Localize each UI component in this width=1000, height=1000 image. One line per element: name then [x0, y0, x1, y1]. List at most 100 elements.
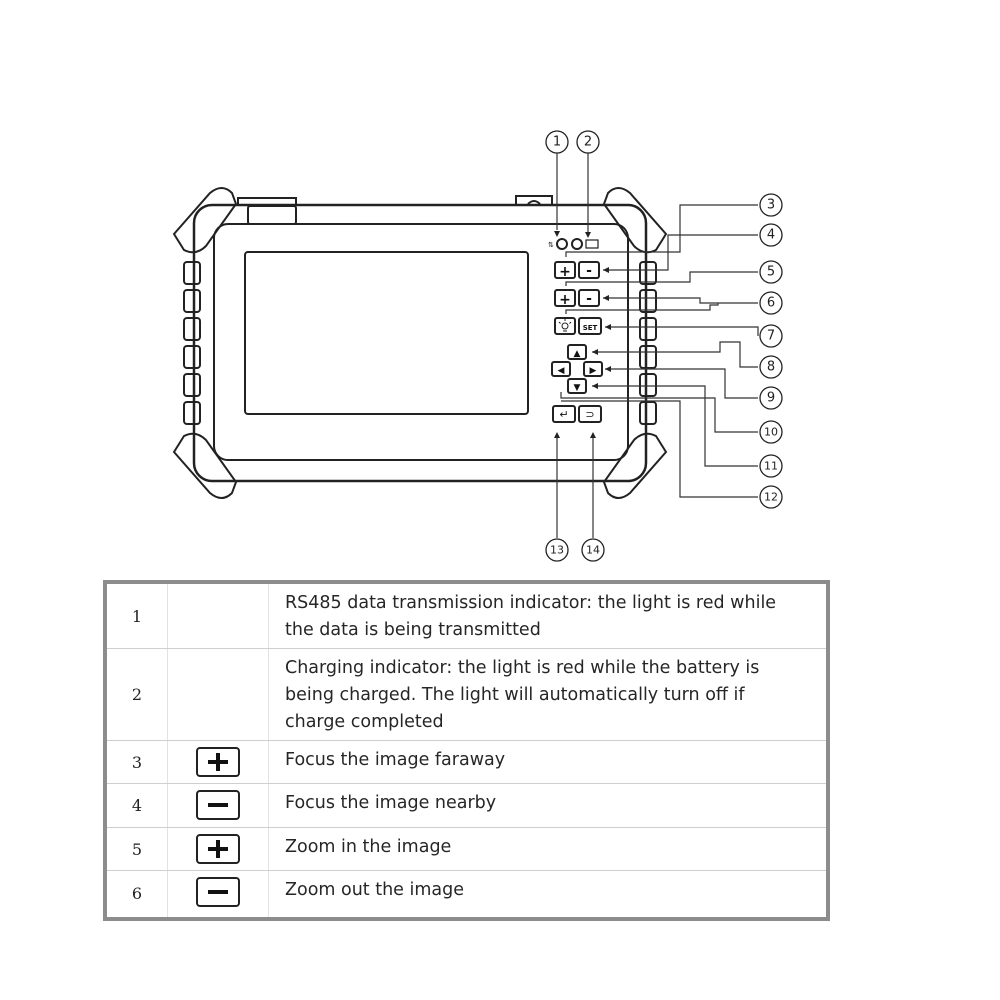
bumper-bottom-left	[172, 432, 238, 499]
callout-8: 8	[767, 360, 775, 375]
callout-12-circle	[759, 485, 783, 509]
left-glyph: ◀	[558, 366, 565, 376]
table-row: 1 RS485 data transmission indicator: the…	[105, 582, 828, 649]
row-number: 3	[105, 740, 168, 784]
top-tab	[237, 197, 297, 205]
row-description: Focus the image nearby	[268, 783, 828, 828]
row-icon-cell	[167, 648, 269, 741]
right-button[interactable]	[583, 361, 603, 377]
callout-10-circle	[759, 420, 783, 444]
callout-10: 10	[764, 426, 778, 439]
row-number: 5	[105, 827, 168, 871]
table-row: 4 Focus the image nearby	[105, 783, 828, 828]
row-description: Zoom in the image	[268, 827, 828, 871]
callout-4: 4	[767, 228, 775, 243]
row-icon-cell	[167, 870, 269, 919]
minus-key-icon	[196, 790, 240, 820]
button-legend-table: 1 RS485 data transmission indicator: the…	[103, 580, 830, 921]
callout-6: 6	[767, 296, 775, 311]
table-row: 5 Zoom in the image	[105, 827, 828, 871]
table-row: 2 Charging indicator: the light is red w…	[105, 648, 828, 741]
row-number: 6	[131, 884, 143, 904]
enter-button[interactable]	[552, 405, 576, 423]
row-description: RS485 data transmission indicator: the l…	[268, 582, 828, 649]
light-button[interactable]	[554, 317, 576, 335]
set-button[interactable]	[578, 317, 602, 335]
table-row: 6 Zoom out the image	[105, 870, 828, 919]
callout-1-circle	[545, 130, 569, 154]
down-button[interactable]	[567, 378, 587, 394]
focus-plus-glyph: +	[559, 264, 571, 280]
callout-7: 7	[767, 329, 775, 344]
callout-12: 12	[764, 491, 778, 504]
row-description: Zoom out the image	[285, 880, 465, 900]
top-connector	[515, 195, 553, 205]
arrow-heads	[554, 231, 611, 438]
rs485-indicator-led	[556, 238, 568, 250]
plus-key-icon	[196, 834, 240, 864]
device-diagram: + - + - SET ▲ ◀ ▶ ▼ ↵ ⊃ ⇅	[172, 130, 783, 562]
leader-lines	[556, 153, 759, 538]
down-glyph: ▼	[574, 383, 581, 393]
callout-9: 9	[767, 391, 775, 406]
table-row: 3 Focus the image faraway	[105, 740, 828, 784]
bumper-top-left	[172, 187, 238, 254]
callout-4-circle	[759, 223, 783, 247]
row-number: 2	[105, 648, 168, 741]
top-label-plate	[247, 205, 297, 225]
callout-14-circle	[581, 538, 605, 562]
callout-11: 11	[764, 460, 778, 473]
up-glyph: ▲	[574, 349, 581, 359]
rs485-mark: ⇅	[548, 241, 554, 249]
back-button[interactable]	[578, 405, 602, 423]
charging-indicator-led	[571, 238, 583, 250]
device-outer-body	[192, 203, 648, 483]
zoom-minus-glyph: -	[586, 291, 592, 307]
callout-13-circle	[545, 538, 569, 562]
battery-icon	[585, 239, 599, 249]
bumper-top-right	[602, 187, 668, 254]
zoom-plus-glyph: +	[559, 292, 571, 308]
right-glyph: ▶	[590, 366, 597, 376]
callout-5: 5	[767, 265, 775, 280]
row-icon-cell	[167, 783, 269, 828]
row-number: 4	[105, 783, 168, 828]
row-description: Charging indicator: the light is red whi…	[268, 648, 828, 741]
back-glyph: ⊃	[585, 408, 594, 421]
focus-minus-button[interactable]	[578, 261, 600, 279]
minus-key-icon	[196, 877, 240, 907]
callout-3: 3	[767, 198, 775, 213]
row-number: 1	[105, 582, 168, 649]
callout-5-circle	[759, 260, 783, 284]
row-description: Focus the image faraway	[268, 740, 828, 784]
right-side-grips	[639, 261, 657, 425]
bumper-bottom-right	[602, 432, 668, 499]
plus-key-icon	[196, 747, 240, 777]
callout-7-circle	[759, 324, 783, 348]
up-button[interactable]	[567, 344, 587, 360]
row-icon-cell	[167, 740, 269, 784]
callout-2-circle	[576, 130, 600, 154]
callout-2: 2	[584, 135, 592, 150]
callout-8-circle	[759, 355, 783, 379]
zoom-plus-button[interactable]	[554, 289, 576, 307]
device-bezel	[213, 223, 629, 461]
callout-11-circle	[759, 454, 783, 478]
left-button[interactable]	[551, 361, 571, 377]
callout-6-circle	[759, 291, 783, 315]
focus-plus-button[interactable]	[554, 261, 576, 279]
callout-13: 13	[550, 544, 564, 557]
focus-minus-glyph: -	[586, 263, 592, 279]
zoom-minus-button[interactable]	[578, 289, 600, 307]
enter-glyph: ↵	[559, 408, 568, 421]
left-side-grips	[183, 261, 201, 425]
callout-1: 1	[553, 135, 561, 150]
set-glyph: SET	[583, 324, 598, 332]
callout-14: 14	[586, 544, 600, 557]
row-icon-cell	[167, 827, 269, 871]
light-icon	[558, 319, 572, 332]
device-screen	[244, 251, 529, 415]
callout-3-circle	[759, 193, 783, 217]
callout-9-circle	[759, 386, 783, 410]
top-connector-mark	[527, 200, 541, 205]
